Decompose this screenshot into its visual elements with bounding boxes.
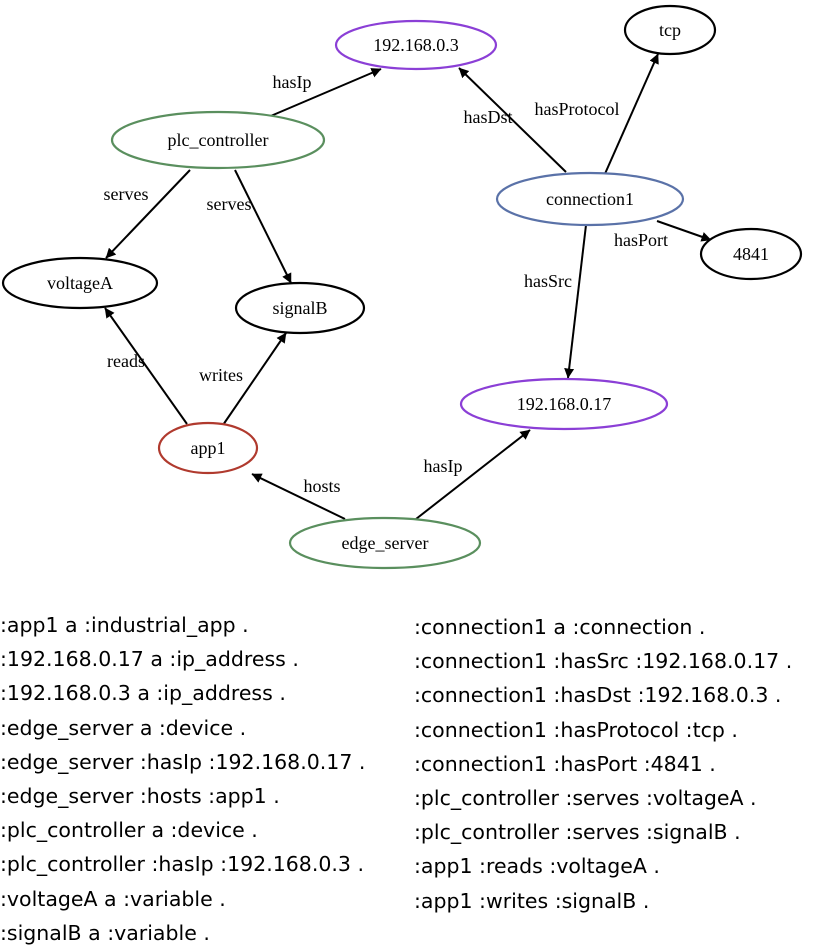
node-label-ip-192-168-0-3: 192.168.0.3 [373, 35, 459, 55]
triple-line: :edge_server a :device . [0, 715, 247, 740]
node-signalb: signalB [234, 281, 366, 335]
triple-line: :connection1 :hasDst :192.168.0.3 . [414, 683, 782, 708]
node-label-tcp: tcp [659, 20, 681, 40]
edge-edge-hosts [251, 473, 346, 520]
edge-label-app-writes: writes [199, 365, 243, 385]
triple-line: :app1 :writes :signalB . [414, 888, 650, 913]
edge-label-edge-hasip: hasIp [424, 456, 463, 476]
node-4841: 4841 [699, 227, 803, 281]
edge-conn-hasprotocol [603, 53, 659, 177]
node-ip-192-168-0-17: 192.168.0.17 [459, 377, 669, 431]
triple-line: :edge_server :hasIp :192.168.0.17 . [0, 749, 366, 774]
node-app1: app1 [157, 421, 259, 475]
edge-edge-hasip [415, 429, 531, 520]
node-label-connection1: connection1 [546, 189, 634, 209]
node-label-ip-192-168-0-17: 192.168.0.17 [517, 394, 612, 414]
edge-label-edge-hosts: hosts [303, 476, 340, 496]
edges [104, 53, 712, 520]
edge-label-conn-hasprotocol: hasProtocol [535, 99, 620, 119]
node-ip-192-168-0-3: 192.168.0.3 [334, 19, 498, 71]
edge-conn-hasport [656, 220, 712, 242]
triple-line: :connection1 :hasPort :4841 . [414, 751, 716, 776]
triple-line: :plc_controller :hasIp :192.168.0.3 . [0, 852, 364, 877]
triples-list-left: :app1 a :industrial_app . :192.168.0.17 … [0, 608, 365, 949]
triple-line: :signalB a :variable . [0, 920, 210, 945]
nodes: 192.168.0.3 tcp plc_controller connectio… [1, 4, 803, 570]
node-connection1: connection1 [495, 171, 685, 227]
triple-line: :edge_server :hosts :app1 . [0, 783, 280, 808]
node-label-app1: app1 [191, 438, 226, 458]
triple-line: :192.168.0.3 a :ip_address . [0, 681, 286, 706]
triples-list-right: :connection1 a :connection . :connection… [414, 610, 792, 918]
edge-label-plc-serves-voltagea: serves [104, 184, 149, 204]
edge-label-plc-serves-signalb: serves [207, 194, 252, 214]
edge-label-plc-hasip: hasIp [273, 72, 312, 92]
triple-line: :connection1 :hasSrc :192.168.0.17 . [414, 649, 793, 674]
edge-label-app-reads: reads [107, 351, 145, 371]
triple-line: :connection1 a :connection . [414, 615, 706, 639]
triple-line: :app1 a :industrial_app . [0, 613, 249, 637]
node-voltagea: voltageA [1, 256, 159, 310]
node-label-signalb: signalB [272, 298, 327, 318]
node-tcp: tcp [623, 4, 717, 56]
edge-labels: hasIp serves serves hasDst hasProtocol h… [104, 72, 668, 496]
node-plc-controller: plc_controller [110, 110, 326, 170]
edge-app-writes [222, 332, 287, 426]
triple-line: :app1 :reads :voltageA . [414, 854, 660, 879]
edge-label-conn-hasport: hasPort [614, 230, 668, 250]
edge-plc-serves-signalb [234, 169, 292, 284]
node-label-plc-controller: plc_controller [168, 130, 269, 150]
edge-plc-hasip [258, 68, 382, 122]
triple-line: :connection1 :hasProtocol :tcp . [414, 717, 738, 742]
edge-conn-hasdst [458, 67, 567, 173]
graph-diagram: hasIp serves serves hasDst hasProtocol h… [1, 4, 803, 570]
edge-plc-serves-voltagea [105, 169, 191, 259]
edge-app-reads [104, 307, 188, 425]
triple-line: :plc_controller a :device . [0, 818, 258, 843]
triple-line: :192.168.0.17 a :ip_address . [0, 647, 299, 672]
edge-conn-hassrc [564, 224, 587, 379]
triple-line: :plc_controller :serves :voltageA . [414, 785, 757, 810]
node-label-voltagea: voltageA [47, 273, 113, 293]
node-label-4841: 4841 [733, 244, 769, 264]
triple-line: :plc_controller :serves :signalB . [414, 820, 741, 845]
triple-line: :voltageA a :variable . [0, 886, 226, 911]
node-edge-server: edge_server [288, 516, 482, 570]
edge-label-conn-hassrc: hasSrc [524, 271, 572, 291]
edge-label-conn-hasdst: hasDst [464, 107, 513, 127]
node-label-edge-server: edge_server [342, 533, 429, 553]
